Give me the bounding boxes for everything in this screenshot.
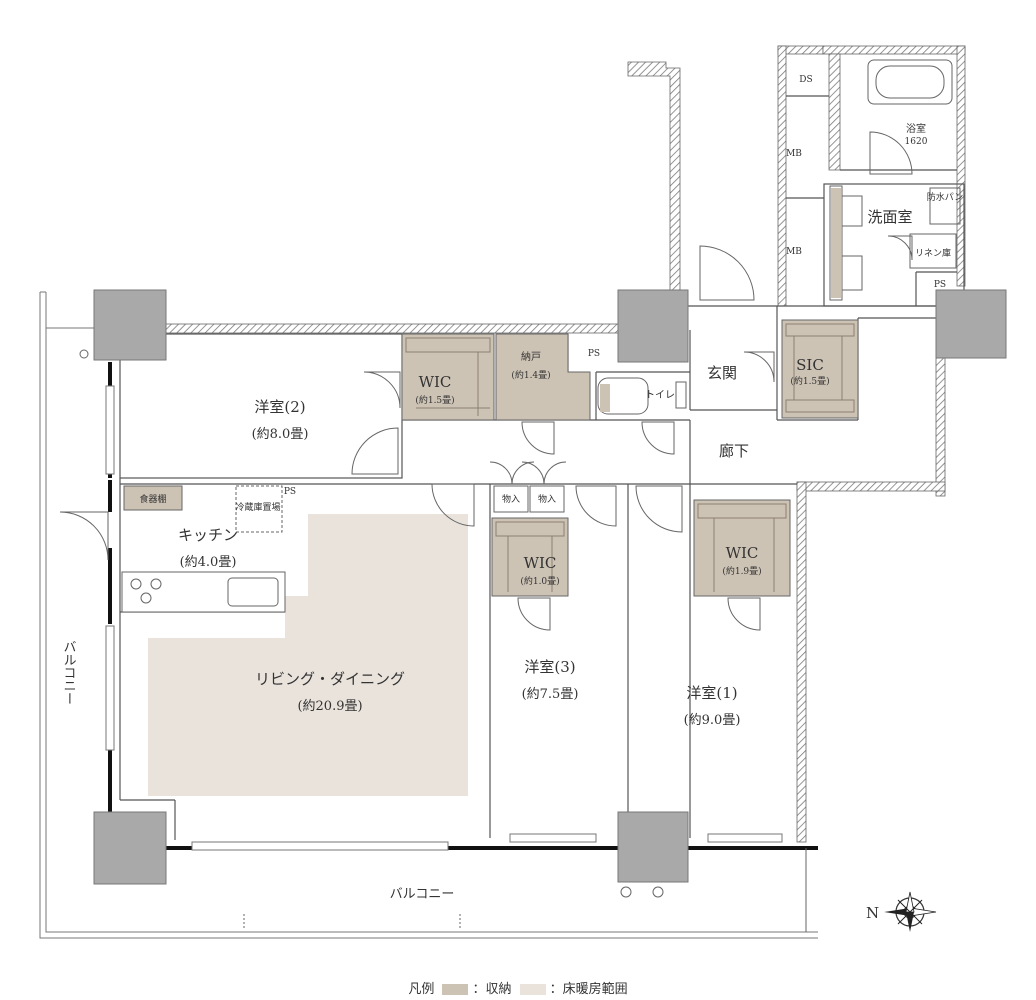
legend: 凡例 ：収納 ：床暖房範囲 xyxy=(0,978,1036,997)
compass-icon: N xyxy=(866,891,937,932)
toilet-label: トイレ xyxy=(645,390,675,401)
closet2-label: 物入 xyxy=(538,493,556,505)
western1-name: 洋室(1) xyxy=(686,684,737,702)
kitchen-size: (約4.0畳) xyxy=(180,555,237,570)
closet1-label: 物入 xyxy=(502,493,520,505)
pillars xyxy=(93,289,1007,885)
legend-floor-heating-swatch xyxy=(519,984,546,995)
wic-b-name: WIC xyxy=(524,554,557,572)
dish-shelf-label: 食器棚 xyxy=(139,493,166,505)
western3-name: 洋室(3) xyxy=(524,658,575,676)
doors xyxy=(59,131,913,631)
legend-floor-heating-label: ：床暖房範囲 xyxy=(549,982,628,997)
ds-label: DS xyxy=(799,75,812,85)
wic-a-size: (約1.5畳) xyxy=(415,394,454,406)
ps-kitchen-label: PS xyxy=(284,487,296,497)
kitchen-name: キッチン xyxy=(178,526,238,544)
wic-c-name: WIC xyxy=(726,544,759,562)
legend-title: 凡例 xyxy=(408,982,435,997)
mb1-label: MB xyxy=(786,149,802,159)
corridor-label: 廊下 xyxy=(719,442,749,460)
windows xyxy=(105,385,783,851)
floor-heating-area xyxy=(148,514,468,796)
storage-room-name: 納戸 xyxy=(521,350,541,363)
bathroom-size: 1620 xyxy=(905,137,928,147)
legend-storage-swatch xyxy=(442,984,469,995)
wic-a-name: WIC xyxy=(419,373,452,391)
balcony-details xyxy=(79,349,807,932)
living-name: リビング・ダイニング xyxy=(255,670,405,688)
wash-fixtures xyxy=(600,188,841,412)
legend-storage-label: ：収納 xyxy=(472,982,512,997)
wic-c-size: (約1.9畳) xyxy=(722,565,761,577)
closets xyxy=(493,485,565,513)
kitchen-counter xyxy=(121,485,286,613)
balcony-bottom-label: バルコニー xyxy=(390,887,455,902)
wic-b-size: (約1.0畳) xyxy=(520,575,559,587)
sic-size: (約1.5畳) xyxy=(790,375,829,387)
bathtub xyxy=(597,59,961,415)
ps-right-label: PS xyxy=(934,280,946,290)
compass-north-label: N xyxy=(866,904,879,922)
entrance-label: 玄関 xyxy=(707,364,737,382)
western2-name: 洋室(2) xyxy=(254,398,305,416)
western3-size: (約7.5畳) xyxy=(522,687,579,702)
western1-size: (約9.0畳) xyxy=(684,713,741,728)
ps-top-label: PS xyxy=(588,349,600,359)
waterproof-pan-label: 防水パン xyxy=(927,191,963,203)
room-labels: 洋室(2) (約8.0畳) WIC (約1.5畳) 納戸 (約1.4畳) PS … xyxy=(139,75,963,902)
linen-label: リネン庫 xyxy=(915,247,951,259)
bathroom-name: 浴室 xyxy=(906,122,926,135)
balcony-outline xyxy=(39,291,818,939)
shelf-lines xyxy=(405,323,855,592)
balcony-left-label: バルコニー xyxy=(61,640,77,705)
washroom-label: 洗面室 xyxy=(867,208,912,226)
fridge-label: 冷蔵庫置場 xyxy=(235,501,280,513)
storage-room-size: (約1.4畳) xyxy=(511,369,550,381)
mb2-label: MB xyxy=(786,247,802,257)
western2-size: (約8.0畳) xyxy=(252,427,309,442)
living-size: (約20.9畳) xyxy=(297,699,362,714)
sic-name: SIC xyxy=(796,356,824,374)
